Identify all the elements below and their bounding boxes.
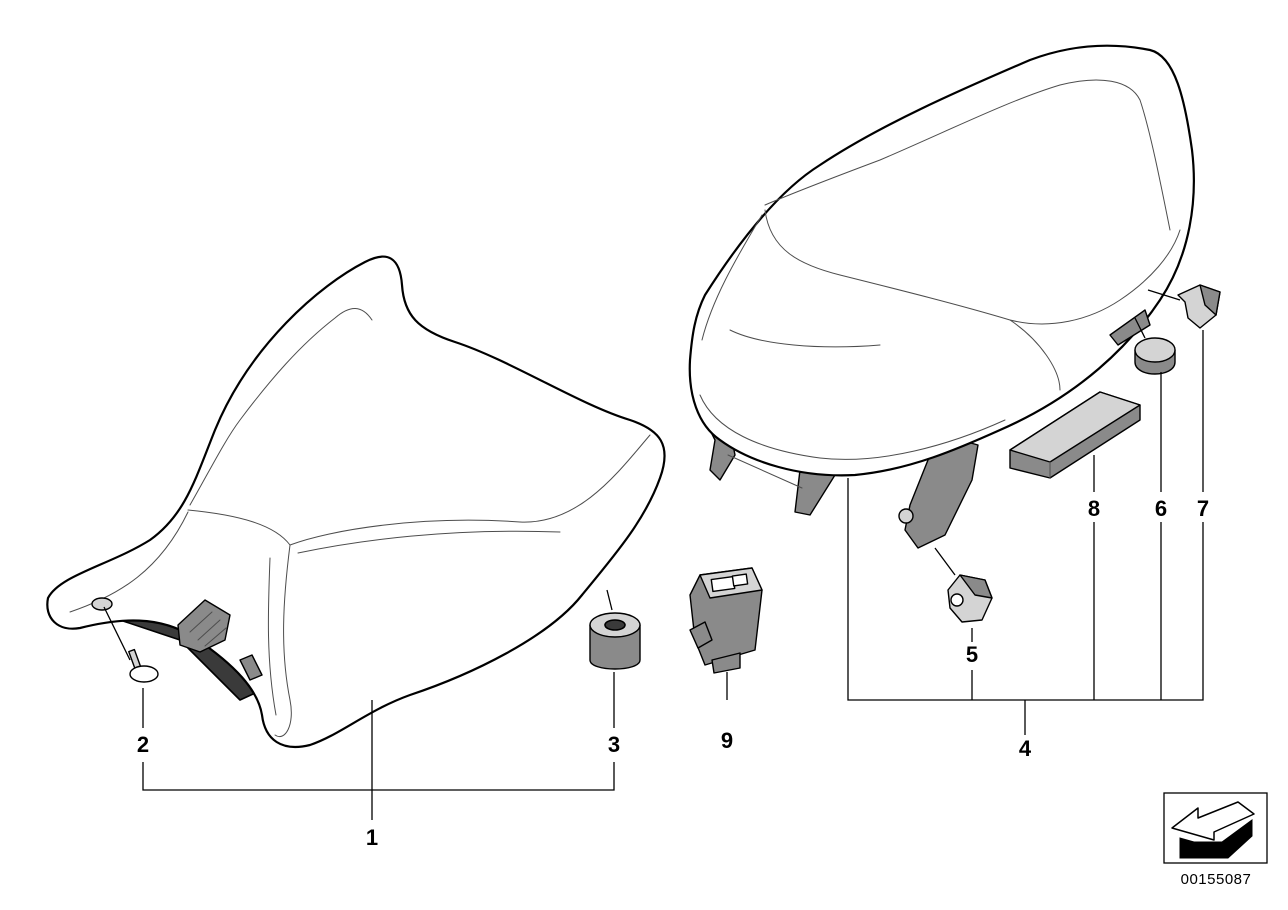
callout-4: 4 [1019,736,1032,761]
direction-arrow-icon [1163,792,1268,864]
seat-buffer [1134,317,1176,375]
passenger-seat [688,44,1195,549]
callout-7: 7 [1197,496,1209,521]
callout-8: 8 [1088,496,1100,521]
callout-6: 6 [1155,496,1167,521]
callouts: 1 2 3 4 5 6 7 8 9 [137,496,1209,850]
callout-1: 1 [366,825,378,850]
callout-5: 5 [966,642,978,667]
callout-9: 9 [721,728,733,753]
screw [103,606,159,683]
callout-2: 2 [137,732,149,757]
catalog-number: 00155087 [1181,871,1252,888]
rider-seat [46,255,666,749]
callout-3: 3 [608,732,620,757]
retaining-clip [1147,284,1221,329]
heating-switch [689,567,763,700]
foam-strip [1009,391,1141,479]
bracket-clip [934,547,993,623]
leader-lines [142,330,1204,820]
rubber-buffer [589,589,641,670]
